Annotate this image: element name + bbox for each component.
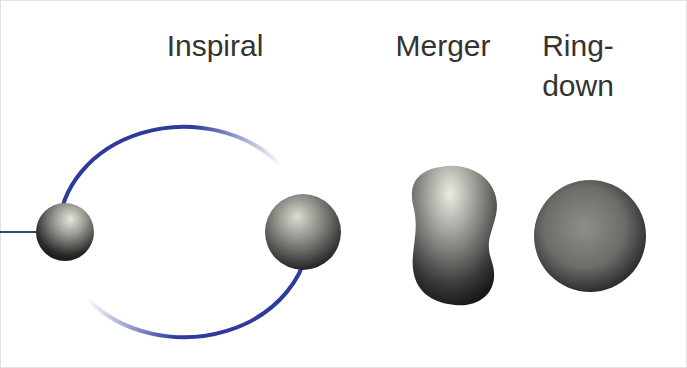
phase-label: Ring-down xyxy=(532,26,624,106)
black-hole xyxy=(36,203,94,261)
orbit-arc xyxy=(59,127,280,232)
final-black-hole xyxy=(534,180,646,292)
phase-label: Inspiral xyxy=(115,26,315,66)
black-hole xyxy=(265,194,341,270)
lead-line xyxy=(0,231,40,233)
merging-black-hole xyxy=(412,166,497,306)
phase-label: Merger xyxy=(363,26,523,66)
